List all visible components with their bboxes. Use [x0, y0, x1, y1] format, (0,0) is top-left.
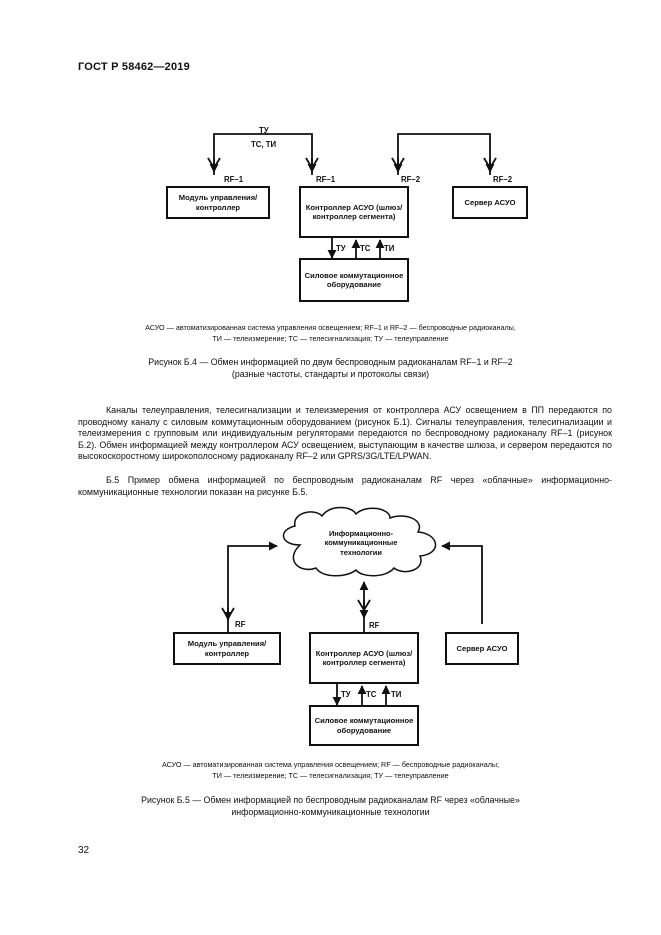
document-header: ГОСТ Р 58462—2019: [78, 61, 190, 73]
b4-caption-line1: Рисунок Б.4 — Обмен информацией по двум …: [148, 357, 513, 367]
page-number: 32: [78, 845, 90, 856]
b5-caption-line2: информационно-коммуникационные технологи…: [231, 807, 430, 817]
b4-label-rf2-server: RF–2: [493, 175, 513, 184]
b5-server-box: Сервер АСУО: [445, 632, 519, 665]
b5-note-line1: АСУО — автоматизированная система управл…: [161, 760, 500, 769]
b4-equipment-box: Силовое коммутационное оборудование: [299, 258, 409, 302]
b4-label-rf1-controller: RF–1: [316, 175, 336, 184]
paragraph-2: Б.5 Пример обмена информацией по беспров…: [78, 475, 612, 498]
b5-note-line2: ТИ — телеизмерение; ТС — телесигнализаци…: [212, 771, 449, 780]
b4-controller-box: Контроллер АСУО (шлюз/контроллер сегмент…: [299, 186, 409, 238]
b5-controller-box: Контроллер АСУО (шлюз/контроллер сегмент…: [309, 632, 419, 684]
b5-label-rf-controller: RF: [369, 621, 380, 630]
b5-label-ti-bottom: ТИ: [391, 690, 402, 699]
b4-note-line1: АСУО — автоматизированная система управл…: [145, 323, 516, 332]
b5-module-box: Модуль управления/ контроллер: [173, 632, 281, 665]
b5-cloud-label: Информационно- коммуникационные технолог…: [324, 529, 398, 557]
b5-caption-line1: Рисунок Б.5 — Обмен информацией по беспр…: [141, 795, 520, 805]
b4-label-tu-top: ТУ: [259, 126, 269, 135]
b4-label-rf2-controller: RF–2: [401, 175, 421, 184]
b4-label-tc-bottom: ТС: [360, 244, 371, 253]
b4-label-tc-ti-top: ТС, ТИ: [251, 140, 277, 149]
b5-label-tu-bottom: ТУ: [341, 690, 351, 699]
b5-label-tc-bottom: ТС: [366, 690, 377, 699]
paragraph-1-text: Каналы телеуправления, телесигнализации …: [78, 405, 612, 462]
b5-equipment-box: Силовое коммутационное оборудование: [309, 705, 419, 746]
b4-label-ti-bottom: ТИ: [384, 244, 395, 253]
b4-label-rf1-module: RF–1: [224, 175, 244, 184]
b4-label-tu-bottom: ТУ: [336, 244, 346, 253]
paragraph-1: Каналы телеуправления, телесигнализации …: [78, 405, 612, 463]
b5-label-rf-module: RF: [235, 620, 246, 629]
cloud-shape: [282, 506, 437, 577]
b4-note-line2: ТИ — телеизмерение; ТС — телесигнализаци…: [212, 334, 449, 343]
b4-module-box: Модуль управления/ контроллер: [166, 186, 270, 219]
b4-server-box: Сервер АСУО: [452, 186, 528, 219]
b4-caption-line2: (разные частоты, стандарты и протоколы с…: [231, 369, 430, 379]
paragraph-2-text: Б.5 Пример обмена информацией по беспров…: [78, 475, 612, 497]
